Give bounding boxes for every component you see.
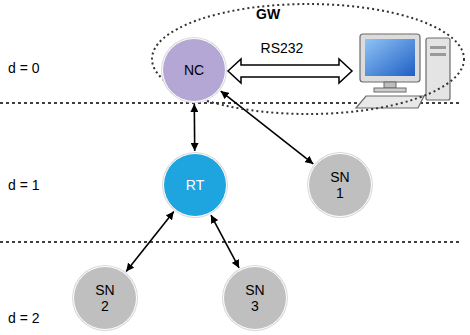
link-arrow <box>193 104 195 151</box>
label-text: RS232 <box>261 40 304 56</box>
computer-tower <box>426 38 450 100</box>
label-text: d = 0 <box>8 60 40 76</box>
computer-icon <box>356 34 450 108</box>
link-arrow <box>126 212 174 272</box>
serial-link-arrow <box>228 59 352 83</box>
depth-label: d = 0 <box>8 60 40 76</box>
gateway-outline <box>152 4 464 114</box>
monitor-stand <box>384 82 396 88</box>
node-label: RT <box>186 177 204 193</box>
monitor-screen <box>365 39 415 76</box>
gateway-region: GW NC <box>150 2 466 116</box>
label-text: d = 1 <box>8 177 40 193</box>
monitor <box>360 34 420 82</box>
depth-label: d = 1 <box>8 177 40 193</box>
interface-label: RS232 <box>261 40 304 56</box>
link-arrow <box>221 91 314 164</box>
drive-bay <box>430 46 446 49</box>
router-node: RT <box>163 153 227 217</box>
node-label: NC <box>184 62 204 78</box>
drive-bay <box>430 53 446 56</box>
node-label: SN 1 <box>325 169 355 201</box>
node-label: SN 3 <box>240 282 270 314</box>
label-text: d = 2 <box>8 310 40 326</box>
depth-divider <box>0 241 462 243</box>
link-arrow <box>211 215 239 268</box>
region-label: GW <box>256 6 280 22</box>
node-label: SN 2 <box>90 282 120 314</box>
keyboard <box>356 96 424 108</box>
monitor-base <box>374 88 406 92</box>
sensor-node: SN 3 <box>223 266 287 330</box>
depth-label: d = 2 <box>8 310 40 326</box>
coordinator-node: NC <box>162 38 226 102</box>
sensor-node: SN 2 <box>73 266 137 330</box>
sensor-node: SN 1 <box>308 153 372 217</box>
